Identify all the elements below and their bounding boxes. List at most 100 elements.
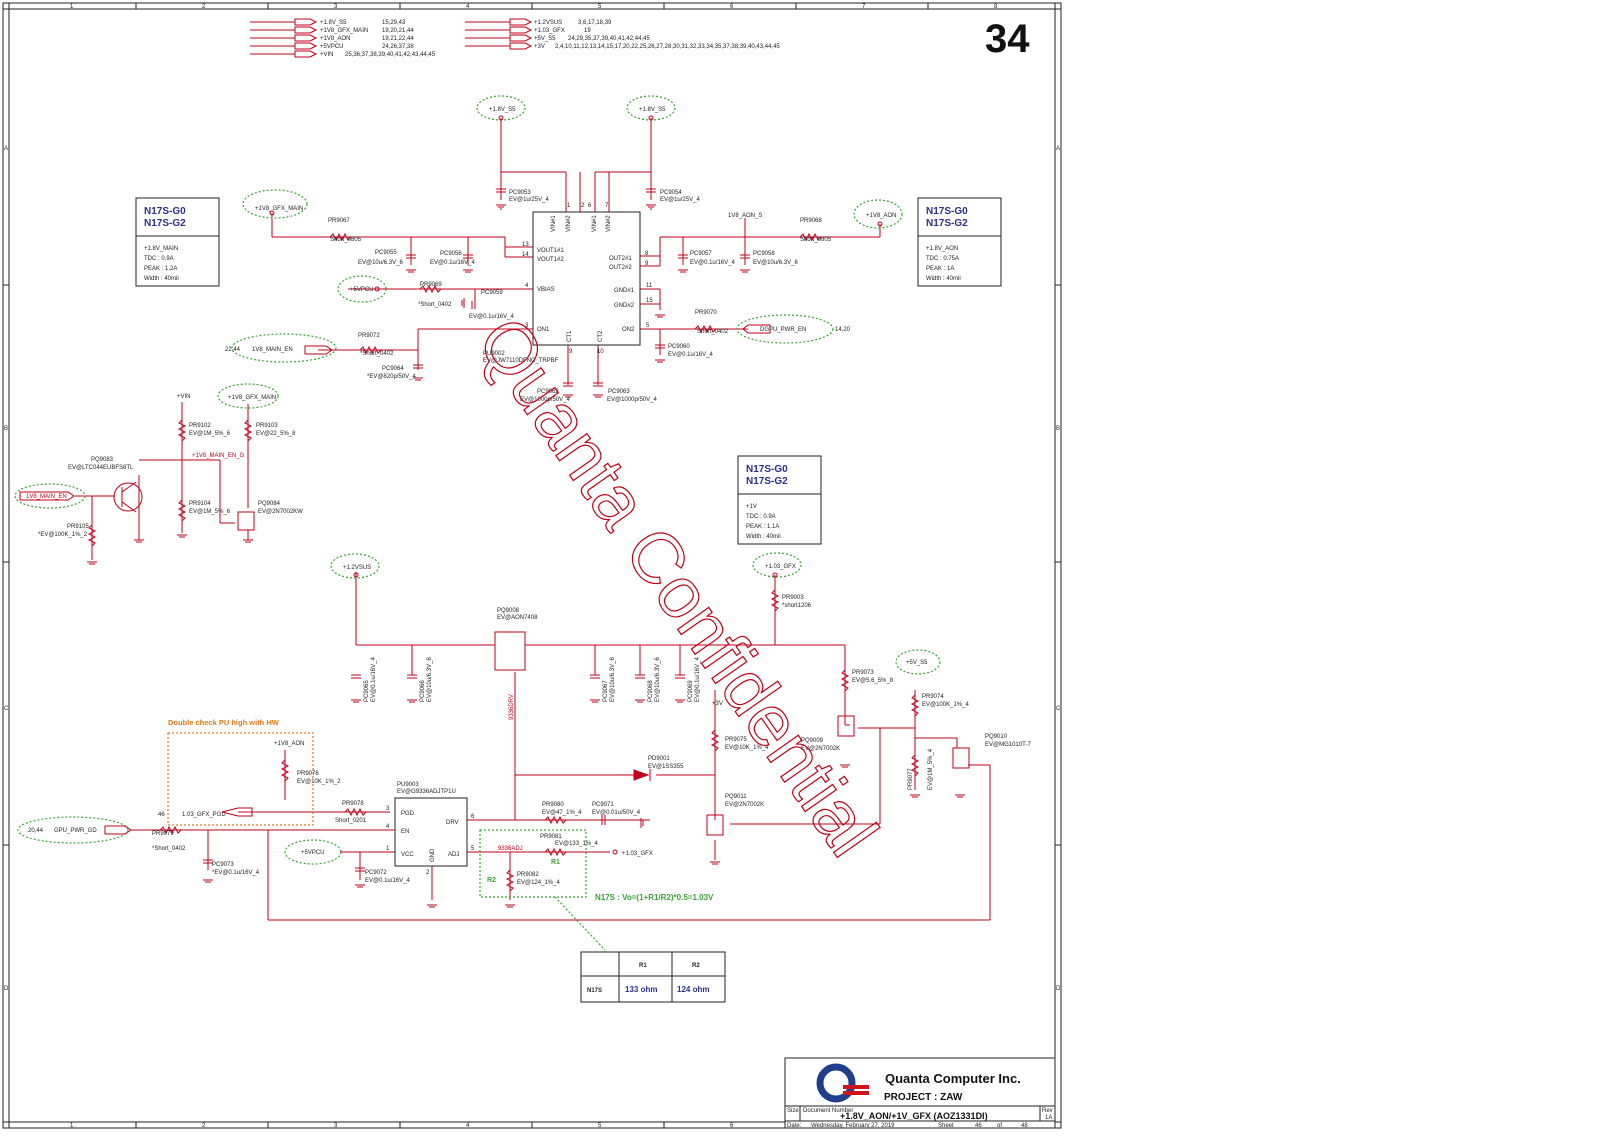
net-label: 1.03_GFX_PGD [182,812,226,818]
svg-text:PEAK : 1A: PEAK : 1A [926,266,954,272]
svg-text:VBIAS: VBIAS [537,287,555,293]
svg-text:PR9076: PR9076 [297,771,319,777]
svg-text:46: 46 [158,812,165,818]
quanta-logo-icon [816,1063,869,1103]
svg-text:GND: GND [430,848,436,862]
svg-text:PR9105: PR9105 [67,524,89,530]
feedback-divider-note: R1 R2 N17S : Vo=(1+R1/R2)*0.5=1.03V [479,829,714,951]
zone-letter-c: C [4,706,9,712]
svg-text:EV@124_1%_4: EV@124_1%_4 [517,880,560,886]
svg-text:19,20,21,44: 19,20,21,44 [382,28,414,34]
svg-text:6: 6 [588,203,592,209]
svg-text:PEAK : 1.1A: PEAK : 1.1A [746,524,779,530]
svg-text:*Short_0402: *Short_0402 [418,302,452,308]
svg-text:PR9074: PR9074 [922,694,944,700]
svg-text:PC9068: PC9068 [648,680,654,702]
svg-text:R2: R2 [487,877,496,884]
svg-text:2: 2 [581,203,585,209]
svg-text:Wednesday, February 27, 2019: Wednesday, February 27, 2019 [811,1123,895,1129]
svg-text:*Short_0402: *Short_0402 [152,846,186,852]
svg-text:EV@47_1%_4: EV@47_1%_4 [542,810,582,816]
net-label: +1.03_GFX [765,564,796,570]
svg-text:PQ9008: PQ9008 [497,608,520,614]
svg-text:PC9053: PC9053 [509,190,531,196]
svg-text:*EV@0.1u/16V_4: *EV@0.1u/16V_4 [212,870,260,876]
document-title: +1.8V_AON/+1V_GFX (AOZ1331DI) [840,1111,988,1121]
svg-text:Sheet: Sheet [938,1123,954,1129]
svg-text:PU9003: PU9003 [397,782,419,788]
svg-text:*short1206: *short1206 [782,603,812,609]
svg-text:VCC: VCC [401,852,414,858]
svg-text:9: 9 [569,349,573,355]
zone-letter-b: B [4,426,8,432]
svg-text:EV@2N7002K: EV@2N7002K [725,802,764,808]
svg-text:3: 3 [386,806,390,812]
svg-text:PC9069: PC9069 [688,680,694,702]
svg-text:EV@2N7002K: EV@2N7002K [801,746,840,752]
svg-text:EV@10K_1%_2: EV@10K_1%_2 [297,779,341,785]
svg-text:PR9003: PR9003 [782,595,804,601]
net-label: +1V8_GFX_MAIN [255,206,303,212]
svg-text:N17S-G0: N17S-G0 [926,206,968,217]
offpage-net: +1.8V_S5 [320,20,347,26]
chip-pu9002: VIN#1 VIN#2 VIN#1 VIN#2 VOUT1#1 VOUT1#2 … [483,203,653,364]
svg-text:Double check PU high with HW: Double check PU high with HW [168,718,280,727]
svg-text:2,4,10,11,12,13,14,15,17,20,22: 2,4,10,11,12,13,14,15,17,20,22,25,26,27,… [555,44,780,50]
zone-num-4: 4 [466,4,470,10]
svg-text:+1.8V_AON: +1.8V_AON [926,246,958,252]
svg-text:PR9103: PR9103 [256,423,278,429]
svg-text:PGD: PGD [401,811,415,817]
svg-text:20,44: 20,44 [28,828,44,834]
svg-text:1: 1 [70,1123,74,1129]
svg-text:Short_0805: Short_0805 [800,237,832,243]
offpage-net: +3V [534,44,545,50]
svg-text:PQ9083: PQ9083 [91,457,114,463]
svg-text:PU9002: PU9002 [483,351,505,357]
left-mid-symbols [87,419,255,547]
svg-text:Width : 40mil: Width : 40mil [926,276,961,282]
svg-text:EV@AON7408: EV@AON7408 [497,615,538,621]
info-box-main: N17S-G0 N17S-G2 +1.8V_MAIN TDC : 0.9A PE… [135,197,220,287]
svg-text:PQ9011: PQ9011 [725,794,747,800]
svg-text:4: 4 [525,283,529,289]
svg-text:Short_0402: Short_0402 [697,329,729,335]
net-label: +1V8_GFX_MAIN [228,395,276,401]
svg-text:PQ9009: PQ9009 [801,738,824,744]
svg-text:EV@0.1u/16V_4: EV@0.1u/16V_4 [430,260,475,266]
project-name: PROJECT : ZAW [884,1092,963,1103]
watermark: Quanta Confidential [462,303,893,870]
table-cell: N17S [587,988,602,994]
resistor-table: R1 R2 N17S 133 ohm 124 ohm [580,951,726,1003]
zone-letter-a: A [4,146,8,152]
lower-symbols [159,589,970,892]
svg-text:EV@1000p/50V_4: EV@1000p/50V_4 [607,397,657,403]
net-label: 1V8_MAIN_EN [252,347,293,353]
zone-num-1: 1 [70,4,74,10]
svg-text:10: 10 [597,349,604,355]
svg-text:9: 9 [645,261,649,267]
svg-text:5: 5 [598,1123,602,1129]
svg-text:Short_0805: Short_0805 [330,237,362,243]
svg-text:PC9055: PC9055 [375,250,397,256]
net-label: 9336ADJ [498,846,523,852]
svg-text:+1V: +1V [746,504,757,510]
svg-text:1: 1 [386,846,390,852]
svg-text:VIN#2: VIN#2 [566,215,572,232]
svg-text:3,6,17,18,39: 3,6,17,18,39 [578,20,612,26]
svg-text:VIN#2: VIN#2 [606,215,612,232]
svg-text:of: of [997,1123,1002,1129]
svg-text:Width : 40mil: Width : 40mil [746,534,781,540]
top-component-symbols [329,188,822,387]
svg-text:5: 5 [471,846,475,852]
net-label: +1V8_AON [274,741,305,747]
svg-text:19,21,22,44: 19,21,22,44 [382,36,414,42]
svg-text:EV@5.6_5%_8: EV@5.6_5%_8 [852,678,894,684]
svg-text:PR9081: PR9081 [540,834,562,840]
svg-text:EV@10K_1%_4: EV@10K_1%_4 [725,745,769,751]
svg-text:EV@G9336ADJTP1U: EV@G9336ADJTP1U [397,789,456,795]
svg-text:TDC : 0.9A: TDC : 0.9A [746,514,776,520]
page-number: 34 [985,17,1030,61]
svg-text:TDC : 0.9A: TDC : 0.9A [144,256,174,262]
svg-text:14,20: 14,20 [835,327,851,333]
